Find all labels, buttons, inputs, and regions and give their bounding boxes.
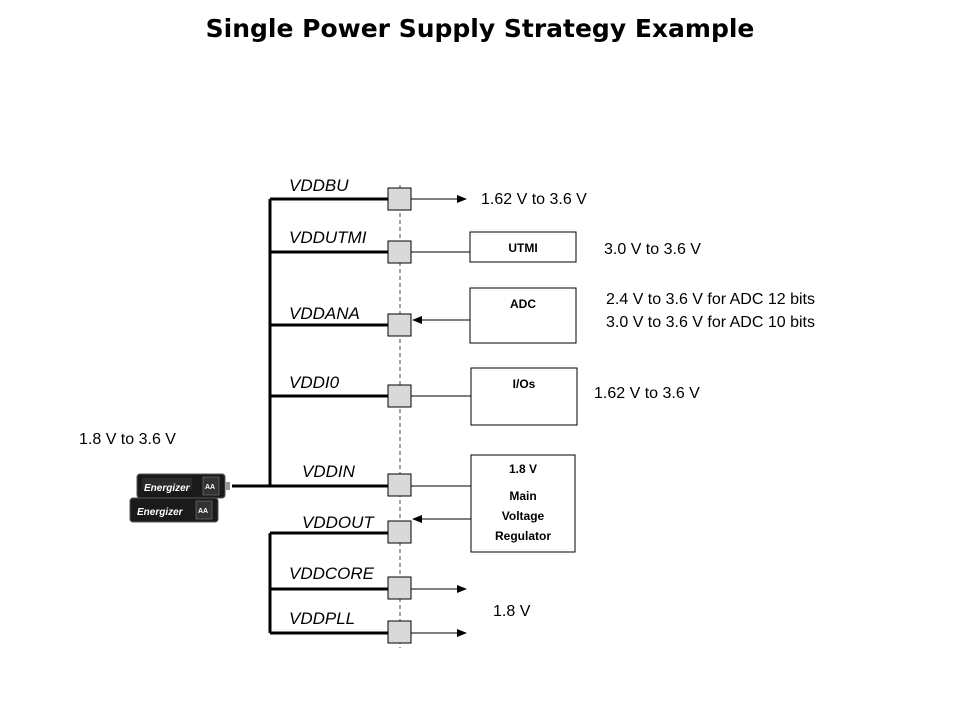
pin-vddana <box>387 313 412 337</box>
battery-brand-label-2: Energizer <box>137 507 184 518</box>
adc-10bit-range: 3.0 V to 3.6 V for ADC 10 bits <box>606 314 815 331</box>
adc-block-label: ADC <box>510 297 536 311</box>
vddio-range: 1.62 V to 3.6 V <box>594 385 700 402</box>
regulator-label-main: Main <box>509 489 536 503</box>
vddutmi-range: 3.0 V to 3.6 V <box>604 241 701 258</box>
page-title: Single Power Supply Strategy Example <box>205 14 755 43</box>
regulator-label-regulator: Regulator <box>495 529 551 543</box>
regulator-block <box>470 454 576 553</box>
vddutmi-label: VDDUTMI <box>289 228 367 247</box>
adc-block <box>469 287 577 344</box>
vddpll-label: VDDPLL <box>289 609 355 628</box>
battery-size-label: AA <box>205 484 215 491</box>
core-range: 1.8 V <box>493 603 531 620</box>
io-block-label: I/Os <box>513 377 536 391</box>
vddbu-range: 1.62 V to 3.6 V <box>481 191 587 208</box>
vddin-label: VDDIN <box>302 462 356 481</box>
vddio-label: VDDI0 <box>289 373 340 392</box>
supply-range: 1.8 V to 3.6 V <box>79 431 176 448</box>
battery-size-label-2: AA <box>198 508 208 515</box>
vddcore-label: VDDCORE <box>289 564 375 583</box>
pin-vddio <box>387 384 412 408</box>
utmi-block-label: UTMI <box>508 241 537 255</box>
pin-vddpll <box>387 620 412 644</box>
regulator-label-voltage: Voltage <box>502 509 545 523</box>
adc-12bit-range: 2.4 V to 3.6 V for ADC 12 bits <box>606 291 815 308</box>
pin-vddbu <box>387 187 412 211</box>
io-block <box>470 367 578 426</box>
pin-vddutmi <box>387 240 412 264</box>
vddout-label: VDDOUT <box>302 513 375 532</box>
battery-icon: Energizer AA Energizer AA <box>129 473 230 523</box>
utmi-block <box>469 231 577 263</box>
regulator-voltage-label: 1.8 V <box>509 462 537 476</box>
vddana-label: VDDANA <box>289 304 360 323</box>
pin-vddin <box>387 473 412 497</box>
vddbu-label: VDDBU <box>289 176 349 195</box>
pin-vddout <box>387 520 412 544</box>
battery-brand-label: Energizer <box>144 483 191 494</box>
pin-vddcore <box>387 576 412 600</box>
